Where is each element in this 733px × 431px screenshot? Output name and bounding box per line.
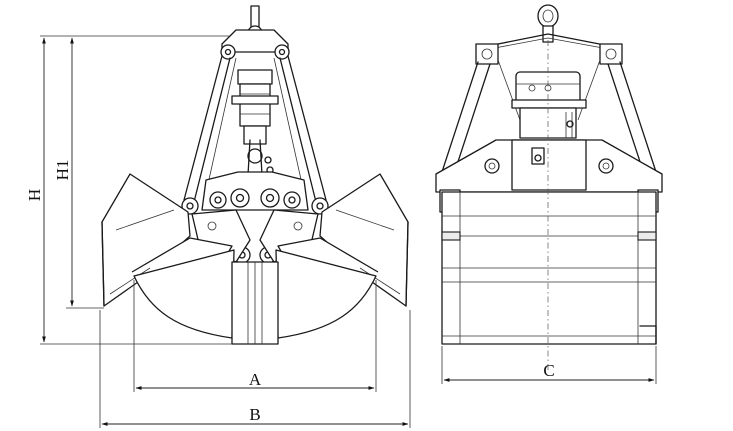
dim-c-label: C bbox=[543, 361, 554, 380]
front-right-rods bbox=[273, 55, 327, 203]
front-left-rods bbox=[183, 55, 237, 203]
side-top-beam bbox=[475, 33, 623, 65]
side-shackle bbox=[537, 4, 559, 43]
dim-a-label: A bbox=[249, 370, 262, 389]
front-center-body bbox=[201, 171, 309, 211]
side-bucket-box bbox=[441, 191, 657, 345]
front-motor-unit bbox=[231, 69, 279, 176]
side-view bbox=[435, 4, 663, 370]
front-view bbox=[101, 5, 409, 345]
dim-h1-label: H1 bbox=[53, 160, 72, 181]
dimension-lines bbox=[40, 35, 657, 428]
side-hood bbox=[435, 139, 663, 193]
dim-h-label: H bbox=[25, 189, 44, 201]
dim-b-label: B bbox=[249, 405, 260, 424]
side-arms bbox=[439, 59, 659, 181]
side-motor bbox=[511, 71, 587, 139]
